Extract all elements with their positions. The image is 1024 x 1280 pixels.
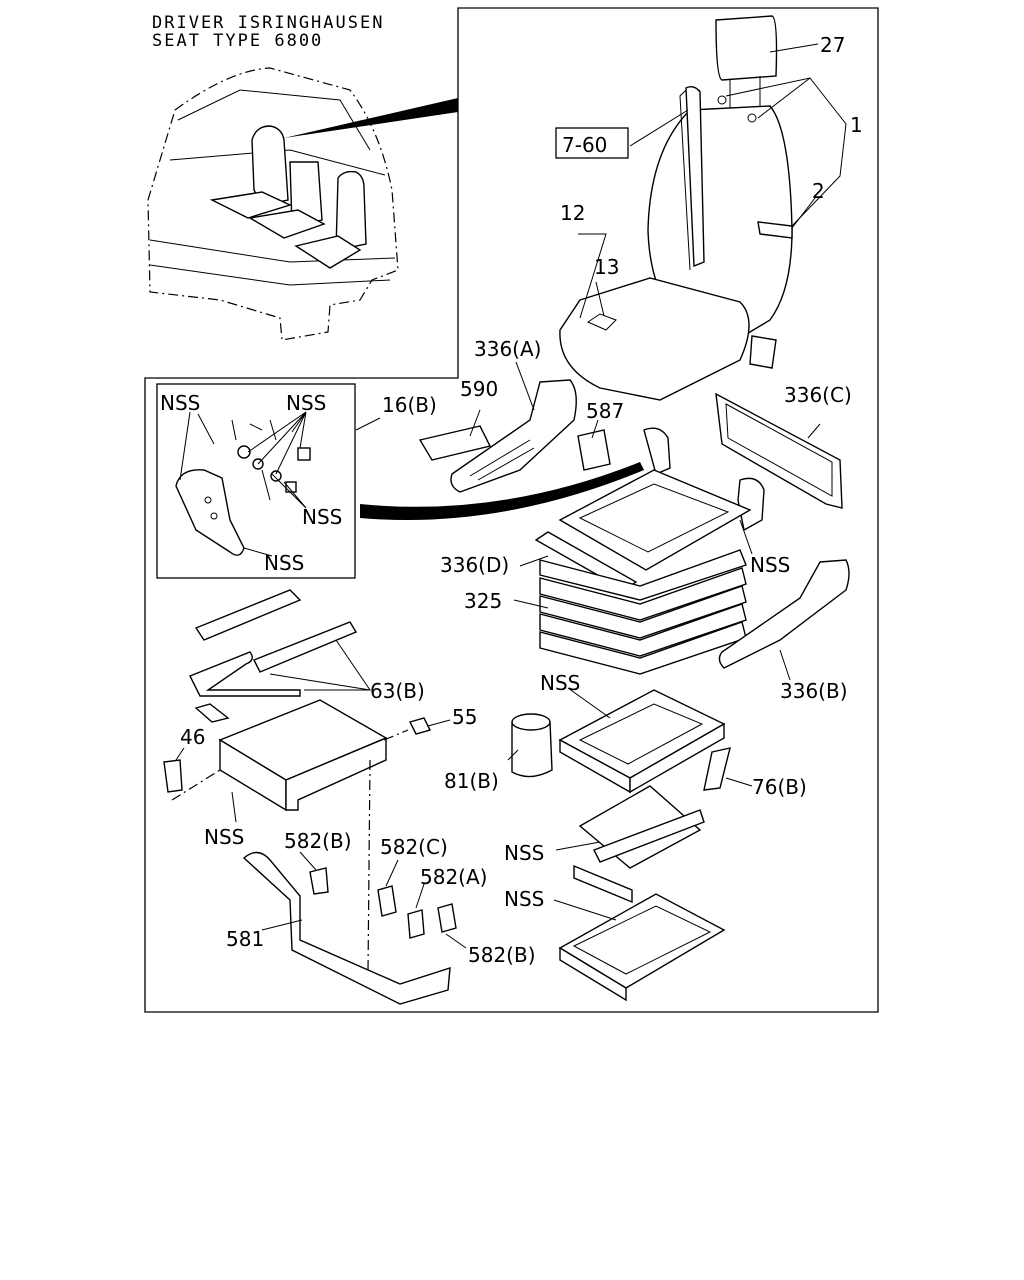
label-582b-top: 582(B) <box>284 829 352 853</box>
leader-lines <box>175 43 847 949</box>
inset-box <box>156 383 356 579</box>
label-nss-inset-right: NSS <box>286 391 326 415</box>
label-nss-inset-bottom: NSS <box>264 551 304 575</box>
seat-back-drawing <box>559 15 793 401</box>
suspension-drawing <box>511 689 731 1002</box>
label-582b-bottom: 582(B) <box>468 943 536 967</box>
label-16b: 16(B) <box>382 393 437 417</box>
label-55: 55 <box>452 705 477 729</box>
label-nss-scissor: NSS <box>504 841 544 865</box>
diagram-title-line2: SEAT TYPE 6800 <box>152 31 323 51</box>
label-581: 581 <box>226 927 264 951</box>
main-frame-outline <box>144 7 879 1013</box>
label-325: 325 <box>464 589 502 613</box>
label-582c: 582(C) <box>380 835 448 859</box>
cab-overview-drawing <box>147 67 458 341</box>
label-336c: 336(C) <box>784 383 852 407</box>
recliner-mechanism-drawing <box>175 419 311 556</box>
label-nss-plate: NSS <box>204 825 244 849</box>
label-nss-base: NSS <box>540 671 580 695</box>
inset-pointer <box>360 462 644 520</box>
label-582a: 582(A) <box>420 865 487 889</box>
label-81b: 81(B) <box>444 769 499 793</box>
label-nss-inset-left: NSS <box>160 391 200 415</box>
label-46: 46 <box>180 725 205 749</box>
diagram-title-line1: DRIVER ISRINGHAUSEN <box>152 13 384 33</box>
label-nss-rails: NSS <box>504 887 544 911</box>
label-590: 590 <box>460 377 498 401</box>
label-336b: 336(B) <box>780 679 848 703</box>
label-336d: 336(D) <box>440 553 509 577</box>
label-76b: 76(B) <box>752 775 807 799</box>
label-336a: 336(A) <box>474 337 541 361</box>
label-27: 27 <box>820 33 845 57</box>
back-panel-drawing <box>715 392 843 509</box>
label-2: 2 <box>812 179 825 203</box>
side-trim-drawing <box>718 559 850 669</box>
seat-frame-drawing <box>534 427 765 675</box>
armrest-group-drawing <box>418 379 611 493</box>
label-13: 13 <box>594 255 619 279</box>
label-12: 12 <box>560 201 585 225</box>
base-bracket-drawing <box>163 589 432 812</box>
mounting-rail-drawing <box>242 759 457 1005</box>
label-nss-frame: NSS <box>750 553 790 577</box>
label-7-60: 7-60 <box>562 133 607 157</box>
label-nss-inset-mid: NSS <box>302 505 342 529</box>
label-1: 1 <box>850 113 863 137</box>
ref-box-7-60 <box>555 127 629 159</box>
label-63b: 63(B) <box>370 679 425 703</box>
label-587: 587 <box>586 399 624 423</box>
